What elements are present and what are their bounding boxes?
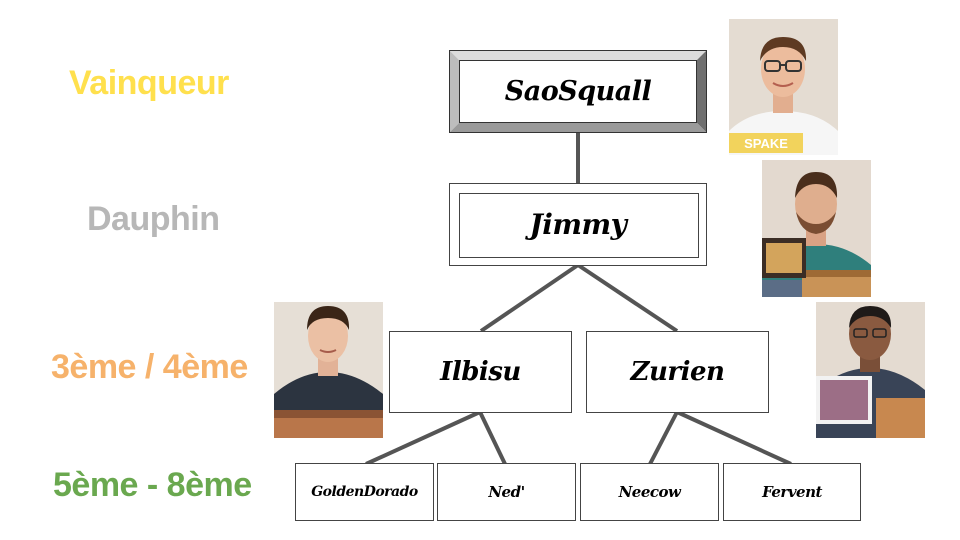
winner-name: SaoSquall [504, 76, 652, 107]
quarterfinalist-box-3: Neecow [580, 463, 719, 521]
quarterfinalist-box-4: Fervent [723, 463, 861, 521]
rank-label-fifth-eighth: 5ème - 8ème [53, 466, 252, 504]
semifinalist-name-1: Ilbisu [440, 357, 521, 387]
connector-zurien-fervent [676, 410, 792, 466]
quarterfinalist-box-2: Ned' [437, 463, 576, 521]
semifinalist-2-photo [816, 302, 925, 438]
connector-runnerup-ilbisu [479, 263, 580, 333]
rank-label-runner-up: Dauphin [87, 200, 220, 238]
quarterfinalist-box-1: GoldenDorado [295, 463, 434, 521]
semifinalist-box-2: Zurien [586, 331, 769, 413]
connector-ilbisu-ned [478, 411, 507, 465]
runner-up-photo [762, 160, 871, 297]
quarterfinalist-name-3: Neecow [618, 483, 681, 501]
semifinalist-box-1: Ilbisu [389, 331, 572, 413]
rank-label-winner: Vainqueur [69, 64, 229, 102]
runner-up-name: Jimmy [529, 208, 627, 241]
connector-runnerup-zurien [576, 263, 679, 333]
winner-bevel-frame [449, 50, 707, 133]
runner-up-box: Jimmy [449, 183, 707, 266]
runner-up-inner-frame [459, 193, 699, 258]
quarterfinalist-name-4: Fervent [762, 483, 822, 501]
winner-photo: SPAKE [729, 19, 838, 155]
semifinalist-1-photo [274, 302, 383, 438]
rank-label-third-fourth: 3ème / 4ème [51, 348, 248, 386]
winner-box: SaoSquall [449, 50, 707, 133]
winner-shirt-text: SPAKE [744, 136, 788, 151]
quarterfinalist-name-2: Ned' [488, 483, 525, 501]
connector-ilbisu-goldendorado [365, 410, 481, 466]
semifinalist-name-2: Zurien [630, 357, 725, 387]
quarterfinalist-name-1: GoldenDorado [311, 484, 418, 500]
connector-zurien-neecow [648, 411, 679, 465]
